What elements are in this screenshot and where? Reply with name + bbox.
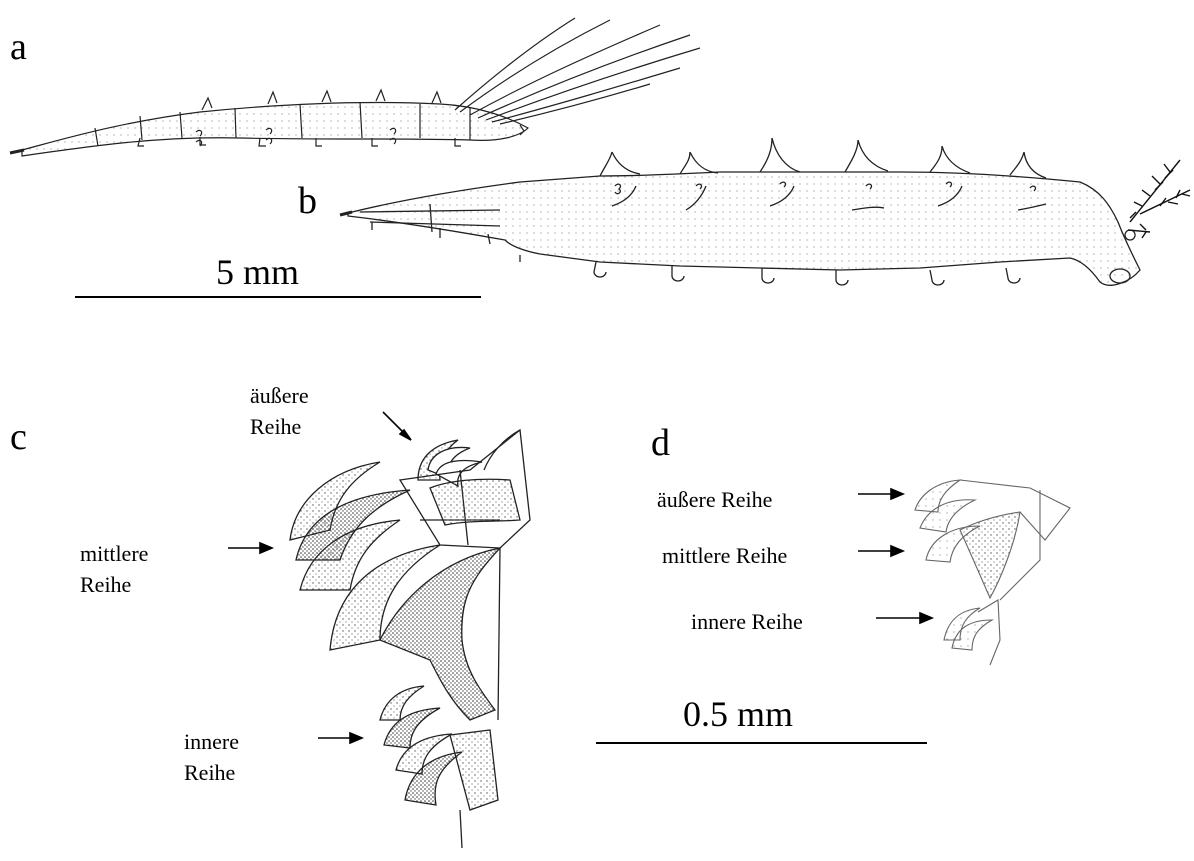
larva-a-drawing (10, 18, 700, 156)
panel-c-middle-row-line2: Reihe (80, 569, 148, 600)
claw-c-drawing (290, 430, 530, 848)
claw-d-drawing (915, 480, 1070, 665)
panel-c-inner-row-line1: innere (184, 726, 239, 757)
panel-c-inner-row-line2: Reihe (184, 757, 239, 788)
panel-d-inner-row-label: innere Reihe (691, 606, 803, 637)
panel-label-b: b (298, 182, 317, 220)
panel-c-middle-row-line1: mittlere (80, 538, 148, 569)
scale-bar-small-label: 0.5 mm (683, 696, 793, 732)
panel-d-outer-row-label: äußere Reihe (657, 484, 772, 515)
panel-c-inner-row-label: innere Reihe (184, 726, 239, 788)
panel-d-middle-row-label: mittlere Reihe (662, 540, 787, 571)
panel-c-outer-row-label: äußere Reihe (250, 380, 309, 442)
larva-b-drawing (340, 138, 1140, 285)
panel-c-middle-row-label: mittlere Reihe (80, 538, 148, 600)
panel-label-c: c (10, 418, 27, 456)
panel-label-a: a (10, 28, 27, 66)
panel-label-d: d (651, 424, 670, 462)
scale-bar-large-label: 5 mm (216, 254, 299, 290)
panel-c-outer-row-line2: Reihe (250, 411, 309, 442)
gill-tuft-drawing (1128, 160, 1190, 238)
panel-c-outer-row-line1: äußere (250, 380, 309, 411)
